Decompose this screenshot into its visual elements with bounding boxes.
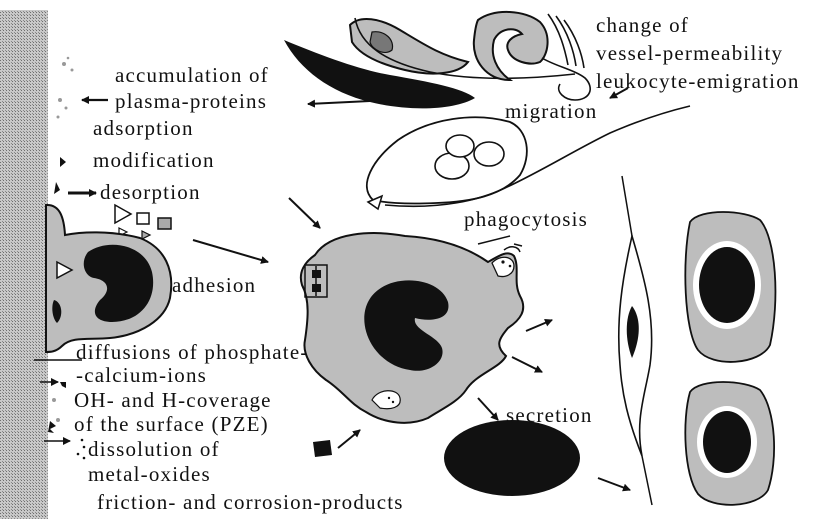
arrow-to-fibroblast: [526, 320, 552, 331]
label-phagocytosis: phagocytosis: [464, 208, 588, 230]
label-desorption: desorption: [100, 181, 201, 203]
arrow-to-bone-cells: [512, 357, 542, 372]
label-diffusion-1: diffusions of phosphate-: [76, 341, 309, 363]
label-coverage-2: of the surface (PZE): [74, 413, 269, 435]
label-adhesion: adhesion: [172, 274, 256, 296]
arrow-from-particle: [338, 430, 360, 448]
label-vessel-change-3: leukocyte-emigration: [596, 70, 800, 92]
label-accumulation-2: plasma-proteins: [115, 90, 267, 112]
bone-cell-lower-nucleus: [703, 411, 751, 473]
arrow-to-accumulation: [308, 101, 370, 104]
vessel-endothelium: [474, 12, 548, 80]
bone-cell-upper-nucleus: [699, 247, 755, 323]
emigrating-pseudopod-lines: [542, 14, 590, 100]
label-vessel-change-1: change of: [596, 14, 689, 36]
fibroblast-process-bottom: [642, 456, 652, 505]
arrow-migration-to-macrophage: [289, 198, 320, 228]
label-dissolution-2: metal-oxides: [88, 463, 211, 485]
wear-particle: [313, 440, 332, 457]
label-accumulation-1: accumulation of: [115, 64, 269, 86]
arrow-secretion: [478, 398, 498, 420]
label-friction: friction- and corrosion-products: [97, 491, 404, 513]
label-adsorption: adsorption: [93, 117, 194, 139]
fibroblast-process-top: [622, 176, 632, 236]
label-migration: migration: [505, 100, 597, 122]
label-vessel-change-2: vessel-permeability: [596, 42, 783, 64]
secreted-body: [444, 420, 580, 496]
label-diffusion-2: -calcium-ions: [76, 364, 207, 386]
vessel-cell-outer: [350, 19, 468, 74]
phagocytosis-particles: [478, 236, 522, 252]
implant-surface: [0, 10, 48, 519]
label-secretion: secretion: [506, 404, 593, 426]
label-dissolution-1: dissolution of: [88, 438, 220, 460]
arrow-to-adhesion-cell: [193, 240, 268, 262]
arrow-to-fibroblast-lower: [598, 478, 630, 490]
label-coverage-1: OH- and H-coverage: [74, 389, 272, 411]
label-modification: modification: [93, 149, 215, 171]
